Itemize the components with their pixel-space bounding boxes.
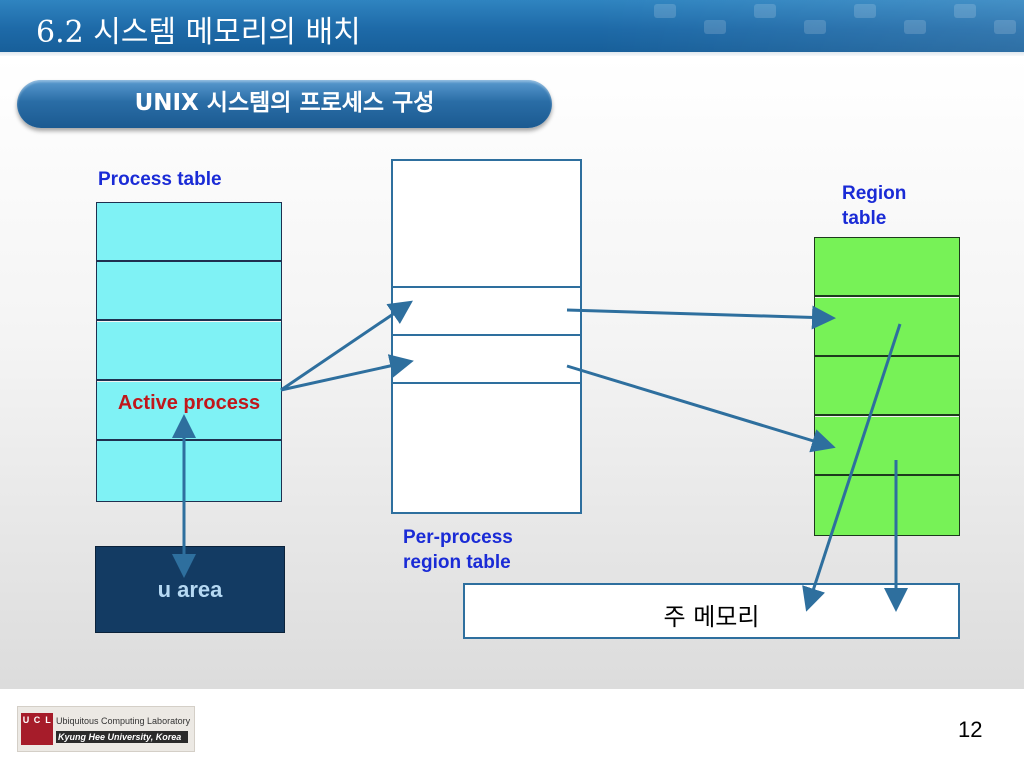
per-process-row-divider <box>393 382 580 384</box>
main-memory-box: 주 메모리 <box>463 583 960 639</box>
process-table-row <box>97 262 281 321</box>
logo-letter: L <box>45 715 51 725</box>
process-table: Active process <box>96 202 282 502</box>
active-process-label: Active process <box>117 392 261 414</box>
process-table-row-active: Active process <box>97 382 281 441</box>
deco-square <box>654 4 676 18</box>
deco-square <box>904 20 926 34</box>
university-name: Kyung Hee University, Korea <box>56 731 188 743</box>
region-table-row <box>815 238 959 297</box>
logo-letter: U <box>22 715 30 725</box>
logo-letter: C <box>33 715 41 725</box>
region-table <box>814 237 960 536</box>
deco-square <box>754 4 776 18</box>
slide-subtitle: UNIX 시스템의 프로세스 구성 <box>134 90 435 116</box>
region-table-label-line1: Region <box>842 183 907 204</box>
region-table-row <box>815 417 959 476</box>
deco-square <box>954 4 976 18</box>
u-area-label: u area <box>157 577 223 602</box>
subtitle-banner: UNIX 시스템의 프로세스 구성 <box>17 80 552 128</box>
process-table-row <box>97 441 281 501</box>
title-underline <box>0 52 1024 56</box>
process-table-label: Process table <box>98 169 222 190</box>
process-table-row <box>97 203 281 262</box>
title-bar-decoration <box>594 0 1024 52</box>
per-process-label-line2: region table <box>403 552 511 573</box>
lab-name: Ubiquitous Computing Laboratory <box>56 716 191 726</box>
region-table-row <box>815 298 959 357</box>
ucl-logo-mark: U C L <box>21 713 53 745</box>
region-table-row <box>815 357 959 416</box>
per-process-region-table-label: Per-process region table <box>403 525 513 575</box>
title-bar: 6.2 시스템 메모리의 배치 <box>0 0 1024 52</box>
deco-square <box>854 4 876 18</box>
per-process-row-divider <box>393 334 580 336</box>
process-table-row <box>97 322 281 381</box>
u-area-box: u area <box>95 546 285 633</box>
lab-logo: U C L Ubiquitous Computing Laboratory Ky… <box>17 706 195 752</box>
deco-square <box>994 20 1016 34</box>
per-process-row-divider <box>393 286 580 288</box>
deco-square <box>804 20 826 34</box>
deco-square <box>704 20 726 34</box>
region-table-label-line2: table <box>842 208 887 229</box>
page-number: 12 <box>958 717 983 742</box>
region-table-row <box>815 476 959 535</box>
per-process-region-table <box>391 159 582 514</box>
per-process-label-line1: Per-process <box>403 527 513 548</box>
region-table-label: Region table <box>842 181 906 231</box>
main-memory-label: 주 메모리 <box>663 603 760 631</box>
slide-title: 6.2 시스템 메모리의 배치 <box>36 15 361 50</box>
